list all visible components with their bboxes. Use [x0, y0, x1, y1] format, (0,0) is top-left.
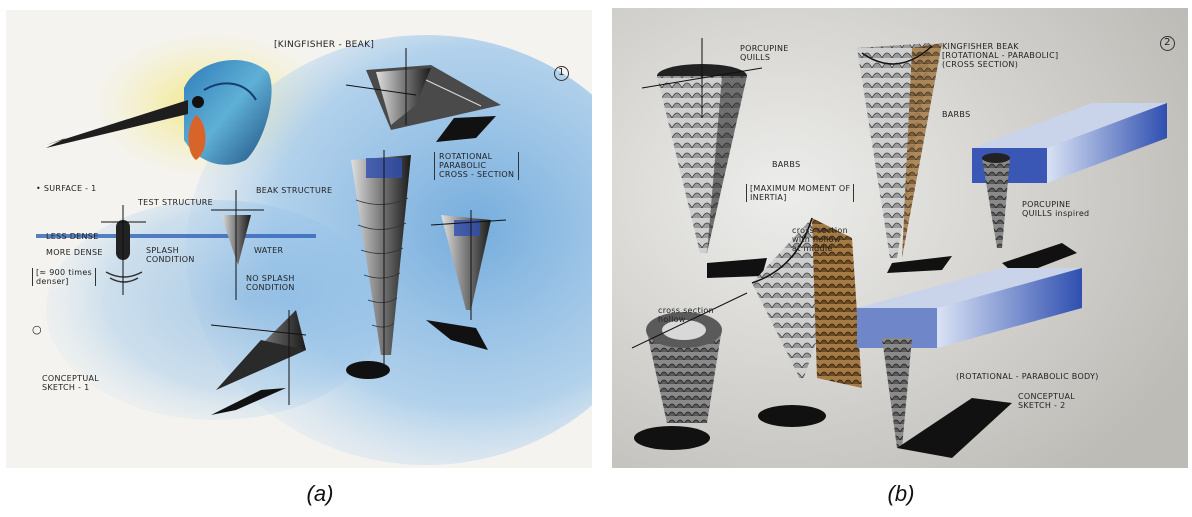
caption-b: (b)	[871, 481, 931, 507]
label-porcupine-inspired: PORCUPINE QUILLS inspired	[1022, 200, 1089, 218]
label-water: WATER	[254, 246, 283, 255]
label-moment-of-inertia: [MAXIMUM MOMENT OF INERTIA]	[746, 184, 854, 202]
label-surface: • SURFACE - 1	[36, 184, 97, 193]
label-splash-condition: SPLASH CONDITION	[146, 246, 195, 264]
label-rotational-cross-section: ROTATIONAL PARABOLIC CROSS - SECTION	[434, 152, 519, 180]
label-cross-section-hollow-2: cross section hollow	[658, 306, 714, 324]
label-denser-note: [≈ 900 times denser]	[32, 268, 96, 286]
label-conceptual-sketch-b: CONCEPTUAL SKETCH - 2	[1018, 392, 1075, 410]
label-rotational-parabolic-body: (ROTATIONAL - PARABOLIC BODY)	[956, 372, 1099, 381]
label-conceptual-sketch-a: CONCEPTUAL SKETCH - 1	[42, 374, 99, 392]
sketch-a-title: [KINGFISHER - BEAK]	[274, 40, 374, 50]
bullet-a: ○	[32, 324, 42, 337]
label-kingfisher-beak: KINGFISHER BEAK [ROTATIONAL - PARABOLIC]…	[942, 42, 1058, 70]
page-number-b: 2	[1160, 36, 1175, 51]
sketch-b-drawing	[612, 8, 1188, 468]
caption-a: (a)	[290, 481, 350, 507]
label-porcupine-quills: PORCUPINE QUILLS	[740, 44, 789, 62]
label-beak-structure: BEAK STRUCTURE	[256, 186, 332, 195]
sketch-panel-a: [KINGFISHER - BEAK] 1 • SURFACE - 1 TEST…	[6, 10, 592, 468]
sketch-panel-b: PORCUPINE QUILLS KINGFISHER BEAK [ROTATI…	[612, 8, 1188, 468]
label-no-splash: NO SPLASH CONDITION	[246, 274, 295, 292]
label-test-structure: TEST STRUCTURE	[138, 198, 213, 207]
label-less-dense: LESS DENSE	[46, 232, 99, 241]
page-number-a: 1	[554, 66, 569, 81]
label-more-dense: MORE DENSE	[46, 248, 103, 257]
label-barbs-right: BARBS	[942, 110, 970, 119]
label-cross-section-hollow: cross section with hollow at middle	[792, 226, 848, 254]
label-barbs-left: BARBS	[772, 160, 800, 169]
